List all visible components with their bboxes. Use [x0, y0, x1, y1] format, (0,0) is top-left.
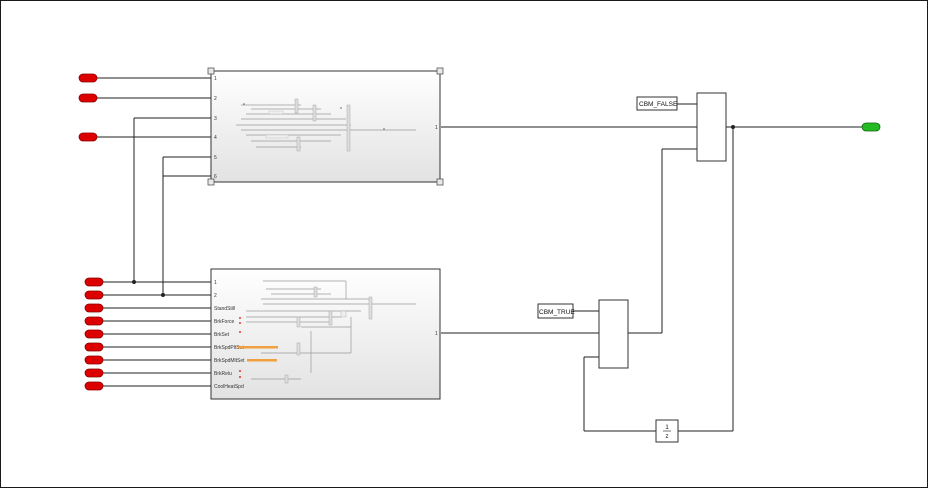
- bottom-port-label: BrkForce: [214, 319, 235, 325]
- delay-numerator: 1: [665, 425, 669, 431]
- switch-block-upper[interactable]: [696, 92, 727, 162]
- top-port-label: 4: [214, 135, 217, 141]
- bottom-port-label: 1: [214, 280, 217, 286]
- inport-block[interactable]: [84, 316, 104, 326]
- bottom-output-label: 1: [435, 331, 438, 337]
- top-port-label: 5: [214, 155, 217, 161]
- constant-cbm-false-label: CBM_FALSE: [639, 101, 678, 108]
- bottom-internal-preview: [238, 280, 416, 384]
- inports-bottom: [84, 277, 104, 391]
- constant-cbm-true-label: CBM_TRUE: [539, 309, 575, 316]
- subsystem-top[interactable]: 1 2 3 4 5 6 1: [207, 67, 444, 186]
- switch-block-lower[interactable]: [598, 299, 629, 369]
- inport-block[interactable]: [84, 342, 104, 352]
- resize-handle-tr[interactable]: [436, 67, 444, 75]
- inport-block[interactable]: [84, 329, 104, 339]
- bottom-port-label: 2: [214, 293, 217, 299]
- inports-top: [78, 73, 98, 142]
- top-port-label: 2: [214, 96, 217, 102]
- bottom-port-label: BrkSpdPltSet: [214, 345, 244, 351]
- resize-handle-bl[interactable]: [207, 178, 215, 186]
- unit-delay-block[interactable]: 1 z: [655, 419, 679, 443]
- inport-block[interactable]: [84, 381, 104, 391]
- resize-handle-tl[interactable]: [207, 67, 215, 75]
- top-internal-preview: [236, 98, 416, 152]
- constant-cbm-false[interactable]: CBM_FALSE: [636, 96, 678, 111]
- top-output-label: 1: [435, 125, 438, 131]
- top-port-label: 6: [214, 174, 217, 180]
- highlight-signal-bar: [238, 346, 278, 349]
- subsystem-bottom[interactable]: 1 2 StandStill BrkForce BrkSet BrkSpdPlt…: [210, 268, 441, 400]
- inport-block[interactable]: [84, 303, 104, 313]
- inport-block[interactable]: [84, 368, 104, 378]
- resize-handle-br[interactable]: [436, 178, 444, 186]
- junction-dots: [132, 125, 735, 297]
- bottom-port-label: BrkRelu: [214, 371, 232, 377]
- bottom-port-label: CoolHeatSpd: [214, 384, 244, 390]
- delay-denominator: z: [666, 434, 669, 440]
- bottom-port-label: BrkSpdMltSet: [214, 358, 245, 364]
- constant-cbm-true[interactable]: CBM_TRUE: [537, 303, 575, 319]
- inport-block[interactable]: [78, 73, 98, 83]
- highlight-signal-bar: [247, 359, 277, 362]
- inport-block[interactable]: [84, 355, 104, 365]
- bottom-port-label: BrkSet: [214, 332, 230, 338]
- inport-block[interactable]: [84, 277, 104, 287]
- bottom-port-label: StandStill: [214, 306, 235, 312]
- top-port-label: 1: [214, 76, 217, 82]
- inport-block[interactable]: [78, 93, 98, 103]
- outport-block[interactable]: [861, 122, 881, 132]
- inport-block[interactable]: [78, 132, 98, 142]
- wires: [97, 77, 863, 432]
- inport-block[interactable]: [84, 290, 104, 300]
- top-port-label: 3: [214, 116, 217, 122]
